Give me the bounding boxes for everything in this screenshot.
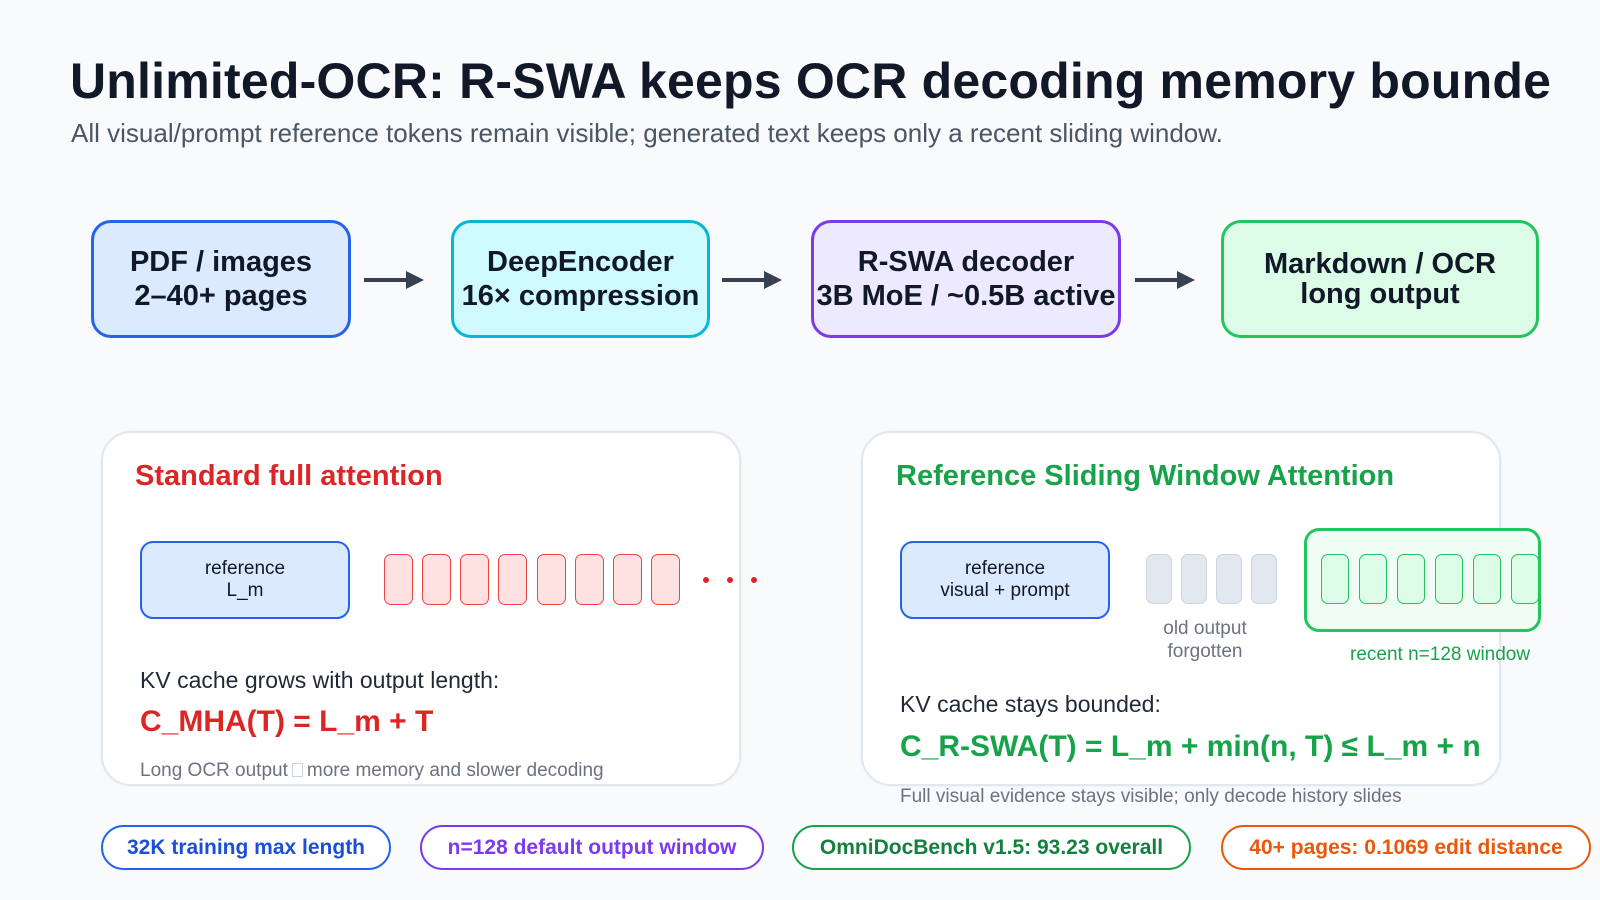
output-token <box>651 554 680 605</box>
stage-line2: long output <box>1300 278 1460 310</box>
stage-line1: Markdown / OCR <box>1263 248 1496 280</box>
standard-panel-title: Standard full attention <box>135 460 443 492</box>
window-token <box>1435 554 1463 604</box>
page-subtitle: All visual/prompt reference tokens remai… <box>71 118 1223 148</box>
output-token <box>498 554 527 605</box>
stage-line1: PDF / images <box>129 246 313 278</box>
rswa-note: Full visual evidence stays visible; only… <box>900 786 1402 807</box>
stage-line2: 3B MoE / ~0.5B active <box>816 280 1116 312</box>
reference-label: reference <box>204 558 286 579</box>
rswa-panel-title: Reference Sliding Window Attention <box>896 460 1395 492</box>
stat-pill-window: n=128 default output window <box>420 825 764 870</box>
arrow-right-icon <box>1135 271 1195 289</box>
rswa-formula: C_R-SWA(T) = L_m + min(n, T) ≤ L_m + n <box>900 730 1481 763</box>
output-token <box>613 554 642 605</box>
forgotten-label: old output forgotten <box>1150 617 1260 663</box>
ellipsis-icon <box>727 577 733 583</box>
note-left: Long OCR output <box>140 760 288 781</box>
mha-formula: C_MHA(T) = L_m + T <box>140 705 434 738</box>
forgotten-token <box>1216 554 1242 604</box>
stage-line1: R-SWA decoder <box>857 246 1075 278</box>
pipeline-stage-decoder: R-SWA decoder 3B MoE / ~0.5B active <box>811 220 1121 338</box>
arrow-right-icon <box>364 271 424 289</box>
pipeline-stage-output: Markdown / OCR long output <box>1221 220 1539 338</box>
pipeline-stage-input: PDF / images 2–40+ pages <box>91 220 351 338</box>
reference-block: reference visual + prompt <box>900 541 1110 619</box>
window-token <box>1511 554 1539 604</box>
reference-block: reference L_m <box>140 541 350 619</box>
ellipsis-icon <box>703 577 709 583</box>
output-token <box>384 554 413 605</box>
kv-cache-text: KV cache grows with output length: <box>140 667 500 693</box>
stage-line2: 16× compression <box>461 280 700 312</box>
page-title: Unlimited-OCR: R-SWA keeps OCR decoding … <box>70 53 1552 109</box>
stage-line1: DeepEncoder <box>487 246 674 278</box>
forgotten-token <box>1146 554 1172 604</box>
kv-cache-text: KV cache stays bounded: <box>900 691 1161 717</box>
stage-line2: 2–40+ pages <box>134 280 308 312</box>
window-label: recent n=128 window <box>1350 644 1531 665</box>
pipeline-stage-encoder: DeepEncoder 16× compression <box>451 220 710 338</box>
window-token <box>1321 554 1349 604</box>
reference-label: reference <box>964 558 1046 579</box>
standard-note: Long OCR output more memory and slower de… <box>140 760 604 782</box>
stat-pill-edit-distance: 40+ pages: 0.1069 edit distance <box>1221 825 1591 870</box>
forgotten-token <box>1251 554 1277 604</box>
output-token <box>575 554 604 605</box>
output-token <box>460 554 489 605</box>
output-token <box>537 554 566 605</box>
forgotten-token <box>1181 554 1207 604</box>
window-token <box>1397 554 1425 604</box>
window-token <box>1473 554 1501 604</box>
missing-glyph-icon <box>291 763 303 777</box>
note-right: more memory and slower decoding <box>306 760 604 781</box>
arrow-right-icon <box>722 271 782 289</box>
window-token <box>1359 554 1387 604</box>
forgotten-label-line1: old output <box>1163 618 1247 639</box>
stat-pill-omnidocbench: OmniDocBench v1.5: 93.23 overall <box>792 825 1191 870</box>
stat-pill-training-length: 32K training max length <box>101 825 391 870</box>
output-token <box>422 554 451 605</box>
ellipsis-icon <box>751 577 757 583</box>
forgotten-label-line2: forgotten <box>1167 641 1243 662</box>
reference-content-label: visual + prompt <box>940 580 1070 601</box>
reference-size-label: L_m <box>226 580 264 601</box>
